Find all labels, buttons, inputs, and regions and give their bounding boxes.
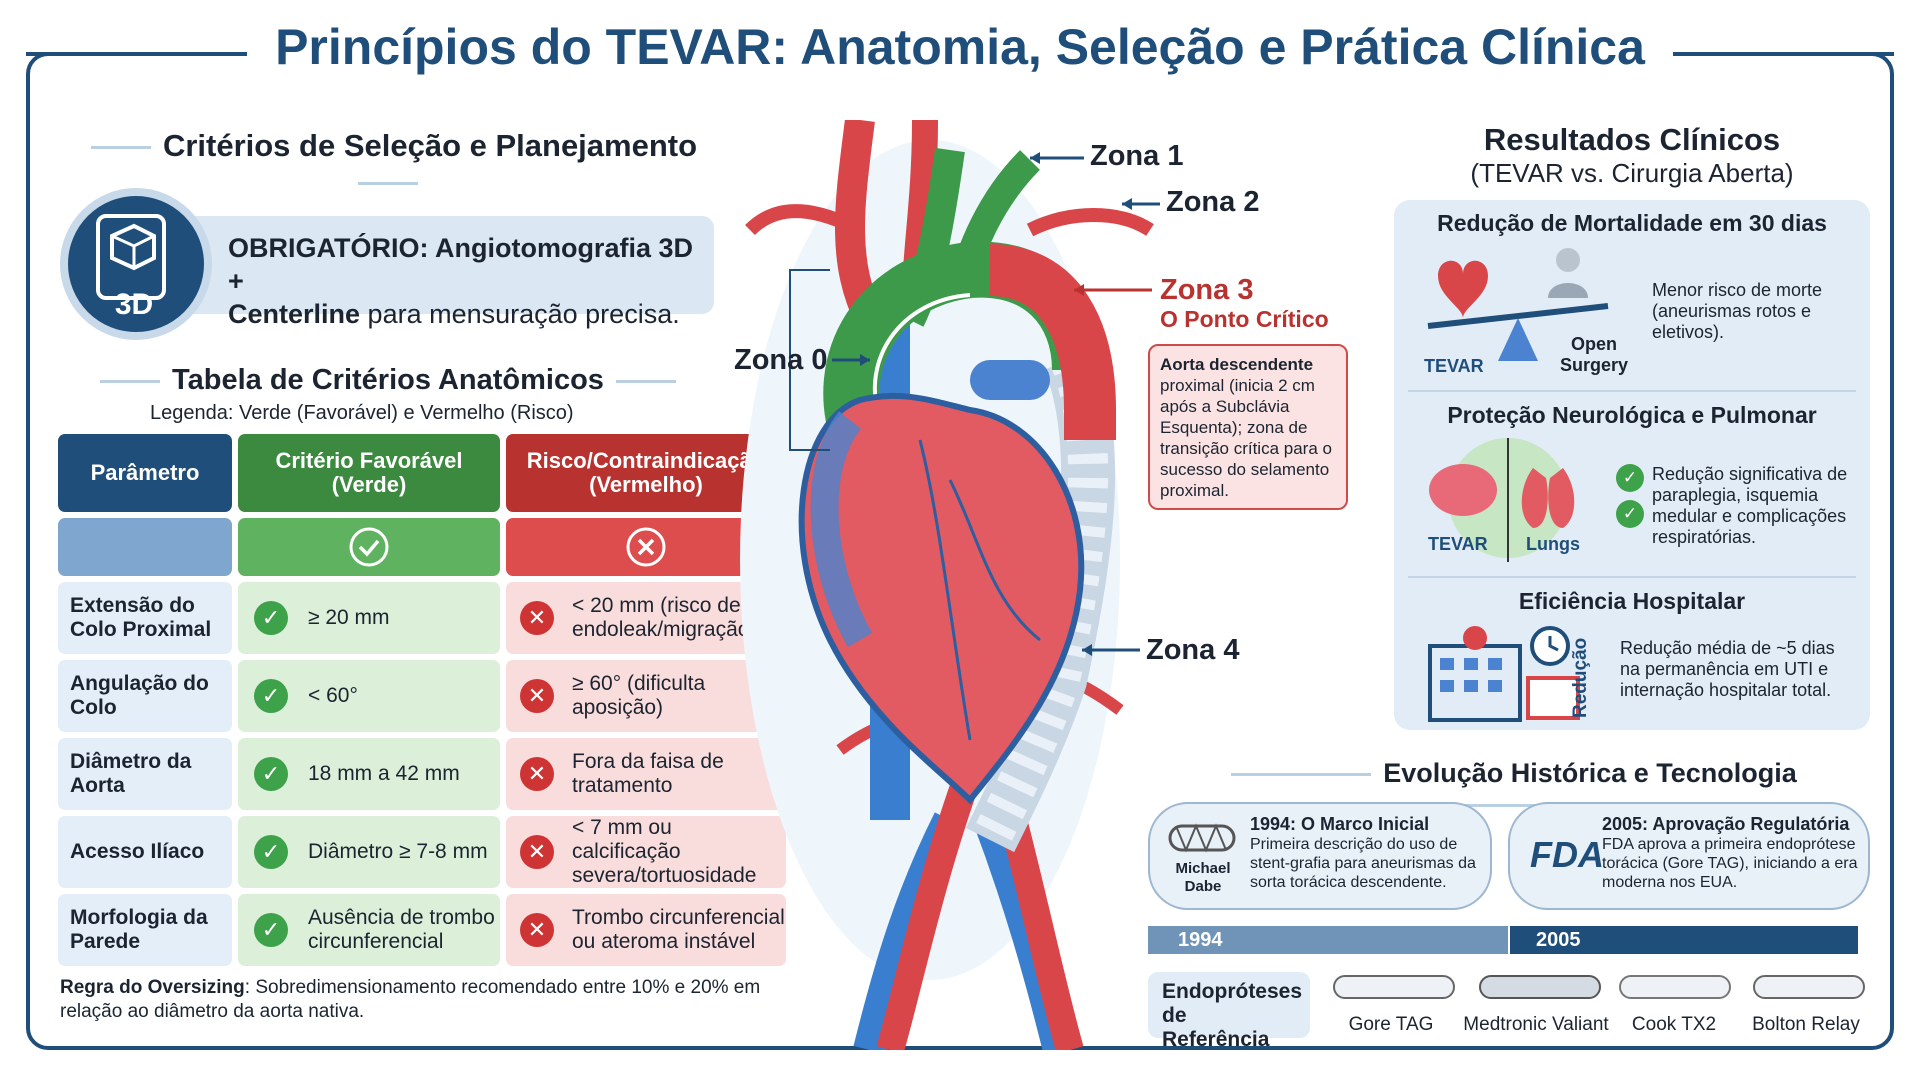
page-title: Princípios do TEVAR: Anatomia, Seleção e… xyxy=(0,18,1920,76)
table-row-risk: ✕Fora da faisa de tratamento xyxy=(506,738,786,810)
table-row-param: Acesso Ilíaco xyxy=(58,816,232,888)
timeline-2005-segment xyxy=(1510,926,1858,954)
device-cook-tx2: Cook TX2 xyxy=(1631,1014,1717,1035)
header-favoravel: Critério Favorável (Verde) xyxy=(238,434,500,512)
x-icon: ✕ xyxy=(520,679,554,713)
event-2005-title: 2005: Aprovação Regulatória xyxy=(1602,814,1850,834)
zone-0-label: Zona 0 xyxy=(734,344,828,376)
neuro-title: Proteção Neurológica e Pulmonar xyxy=(1447,402,1817,428)
hospital-icon xyxy=(1428,626,1580,722)
person-name: Michael Dabe xyxy=(1175,860,1231,895)
check-icon: ✓ xyxy=(254,913,288,947)
title-rule-left xyxy=(26,52,298,56)
event-1994-title: 1994: O Marco Inicial xyxy=(1250,814,1430,834)
mortality-left-label: TEVAR xyxy=(1424,356,1484,376)
x-circle-icon xyxy=(626,527,666,567)
header-parametro: Parâmetro xyxy=(58,434,232,512)
neuro-right-label: Lungs xyxy=(1526,534,1580,554)
event-1994: Michael Dabe 1994: O Marco Inicial Prime… xyxy=(1148,802,1492,910)
event-2005: FDA 2005: Aprovação Regulatória FDA apro… xyxy=(1508,802,1870,910)
timeline-1994-segment xyxy=(1148,926,1508,954)
zone-1-label: Zona 1 xyxy=(1090,140,1184,172)
table-row-risk: ✕≥ 60° (dificulta aposição) xyxy=(506,660,786,732)
table-row-fav: ✓Ausência de trombo circunferencial xyxy=(238,894,500,966)
check-icon: ✓ xyxy=(1616,500,1644,528)
symbol-row-param xyxy=(58,518,232,576)
scale-icon xyxy=(1427,248,1609,361)
obrigatorio-text: OBRIGATÓRIO: Angiotomografia 3D + Center… xyxy=(228,233,693,329)
results-panel: Redução de Mortalidade em 30 dias TEVAR … xyxy=(1394,200,1870,730)
event-1994-text: Primeira descrição do uso de stent-grafi… xyxy=(1250,836,1476,891)
check-icon: ✓ xyxy=(254,601,288,635)
device-gore-tag: Gore TAG xyxy=(1348,1014,1434,1035)
table-row-param: Morfologia da Parede xyxy=(58,894,232,966)
ct-3d-icon: 3D xyxy=(60,188,212,340)
symbol-row-risk xyxy=(506,518,786,576)
timeline-year-1994: 1994 xyxy=(1178,929,1223,951)
neuro-left-label: TEVAR xyxy=(1428,534,1488,554)
results-heading: Resultados Clínicos xyxy=(1483,122,1781,157)
table-row-fav: ✓< 60° xyxy=(238,660,500,732)
device-bolton-relay: Bolton Relay xyxy=(1752,1014,1860,1035)
x-icon: ✕ xyxy=(520,601,554,635)
zone-3-callout: Aorta descendente proximal (inicia 2 cm … xyxy=(1148,344,1348,510)
oversizing-rule: Regra do Oversizing: Sobredimensionament… xyxy=(60,977,761,1022)
table-heading: Tabela de Critérios Anatômicos xyxy=(56,364,720,397)
hospital-vertical-label: Redução xyxy=(1570,637,1591,718)
device-illustrations xyxy=(1333,975,1865,999)
zone-2-label: Zona 2 xyxy=(1166,186,1260,218)
table-row-fav: ✓18 mm a 42 mm xyxy=(238,738,500,810)
zone-arrows xyxy=(832,152,1160,656)
event-2005-text: FDA aprova a primeira endoprótese toráci… xyxy=(1602,836,1858,891)
header-risco: Risco/Contraindicação (Vermelho) xyxy=(506,434,786,512)
fda-logo: FDA xyxy=(1530,834,1604,875)
check-circle-icon xyxy=(349,527,389,567)
device-medtronic-valiant: Medtronic Valiant xyxy=(1463,1014,1609,1035)
table-row-risk: ✕< 7 mm ou calcificação severa/tortuosid… xyxy=(506,816,786,888)
hospital-text: Redução média de ~5 dias na permanência … xyxy=(1620,638,1835,700)
zone-3-label: Zona 3 xyxy=(1160,274,1254,306)
title-rule-right xyxy=(1640,52,1894,56)
table-row-fav: ✓Diâmetro ≥ 7-8 mm xyxy=(238,816,500,888)
x-icon: ✕ xyxy=(520,835,554,869)
aorta-heart-illustration xyxy=(740,120,1154,1050)
reference-devices-label: Endopróteses de Referência xyxy=(1148,972,1310,1051)
obrigatorio-box: OBRIGATÓRIO: Angiotomografia 3D + Center… xyxy=(180,216,714,329)
symbol-row-fav xyxy=(238,518,500,576)
results-subheading: (TEVAR vs. Cirurgia Aberta) xyxy=(1470,158,1794,188)
selection-heading: Critérios de Seleção e Planejamento xyxy=(56,128,720,200)
brain-lungs-icon xyxy=(1429,438,1575,562)
timeline-year-2005: 2005 xyxy=(1536,929,1581,951)
mortality-text: Menor risco de morte (aneurismas rotos e… xyxy=(1652,280,1823,342)
x-icon: ✕ xyxy=(520,757,554,791)
check-icon: ✓ xyxy=(254,679,288,713)
check-icon: ✓ xyxy=(254,835,288,869)
table-row-fav: ✓≥ 20 mm xyxy=(238,582,500,654)
neuro-text: Redução significativa de paraplegia, isq… xyxy=(1652,464,1848,547)
table-legend: Legenda: Verde (Favorável) e Vermelho (R… xyxy=(150,402,574,424)
badge-3d-text: 3D xyxy=(115,288,153,321)
mortality-title: Redução de Mortalidade em 30 dias xyxy=(1437,210,1827,236)
table-row-param: Angulação do Colo xyxy=(58,660,232,732)
check-icon: ✓ xyxy=(1616,464,1644,492)
table-row-risk: ✕< 20 mm (risco de endoleak/migração) xyxy=(506,582,786,654)
x-icon: ✕ xyxy=(520,913,554,947)
table-row-risk: ✕Trombo circunferencial ou ateroma instá… xyxy=(506,894,786,966)
zone-3-sublabel: O Ponto Crítico xyxy=(1160,306,1329,332)
table-row-param: Extensão do Colo Proximal xyxy=(58,582,232,654)
hospital-title: Eficiência Hospitalar xyxy=(1518,588,1746,614)
mortality-right-label: Open Surgery xyxy=(1559,334,1629,375)
check-icon: ✓ xyxy=(254,757,288,791)
table-row-param: Diâmetro da Aorta xyxy=(58,738,232,810)
history-heading: Evolução Histórica e Tecnologia xyxy=(1146,758,1870,820)
zone-4-label: Zona 4 xyxy=(1146,634,1240,666)
stent-icon xyxy=(1168,823,1236,853)
